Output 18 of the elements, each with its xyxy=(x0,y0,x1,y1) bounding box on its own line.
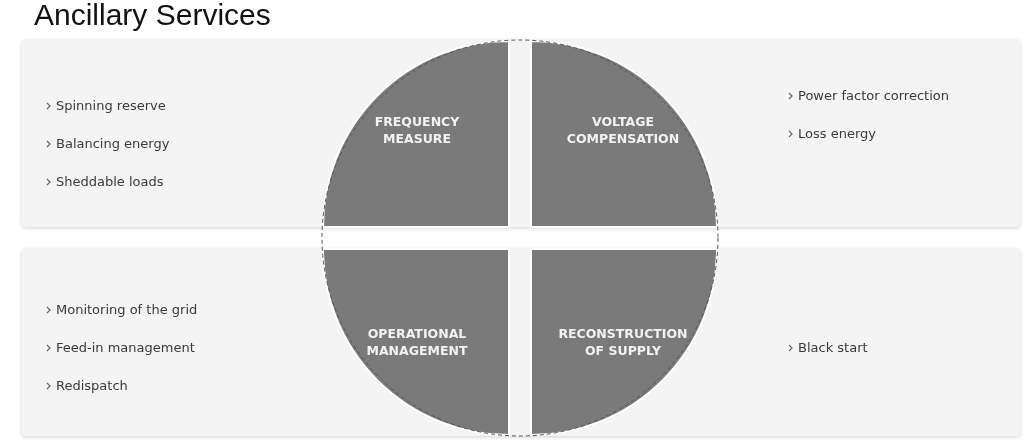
quarter-circle-segment xyxy=(530,40,718,228)
list-item: Sheddable loads xyxy=(56,174,164,189)
list-item: Power factor correction xyxy=(798,88,949,103)
list-item: Feed-in management xyxy=(56,340,195,355)
title: Ancillary Services xyxy=(34,0,271,32)
segment-label: VOLTAGE COMPENSATION xyxy=(565,114,681,148)
segment-label: OPERATIONAL MANAGEMENT xyxy=(365,326,469,360)
segment-label: RECONSTRUCTION OF SUPPLY xyxy=(557,326,689,360)
list-item: Spinning reserve xyxy=(56,98,166,113)
quarter-circle-segment xyxy=(322,248,510,436)
list-item: Monitoring of the grid xyxy=(56,302,198,317)
list-item: Balancing energy xyxy=(56,136,170,151)
list-item: Black start xyxy=(798,340,868,355)
list-item: Redispatch xyxy=(56,378,128,393)
segment-label: FREQUENCY MEASURE xyxy=(373,114,461,148)
quarter-circle-segment xyxy=(530,248,718,436)
quarter-circle-segment xyxy=(322,40,510,228)
list-item: Loss energy xyxy=(798,126,876,141)
